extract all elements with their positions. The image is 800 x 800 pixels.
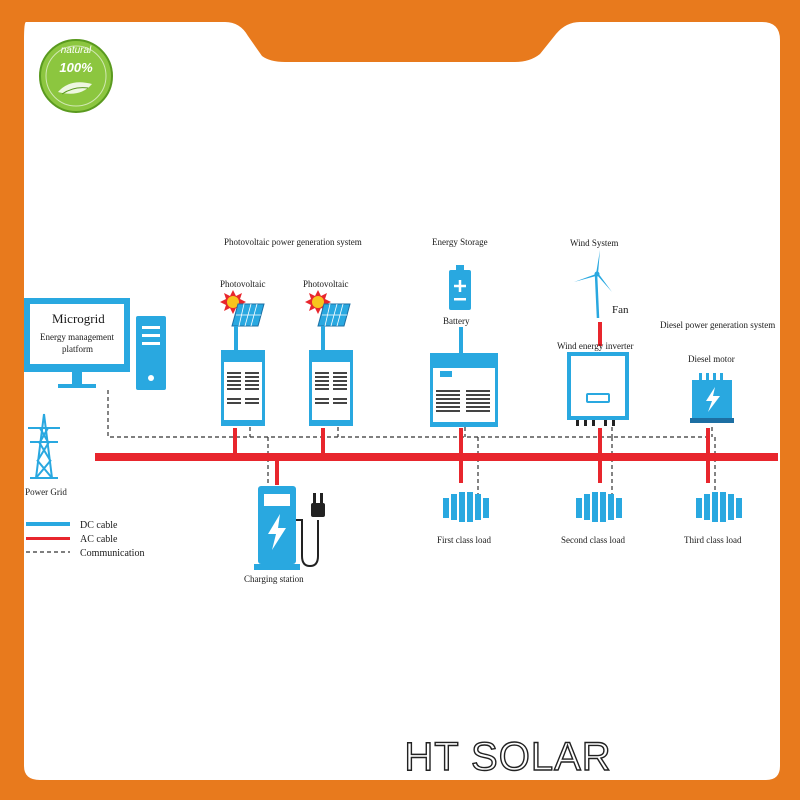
legend [26,522,70,553]
second-load-icon [576,492,622,522]
computer-tower-icon [136,316,166,390]
dc-link-battery [459,327,463,353]
badge-number-text: 100% [59,60,93,75]
badge-top-text: natural [61,45,92,56]
natural-badge-icon [39,39,113,113]
diesel-motor-label: Diesel motor [688,354,735,364]
charging-station-label: Charging station [244,574,304,584]
pv-panel-1-label: Photovoltaic [220,279,266,289]
fan-label: Fan [612,304,629,316]
white-card [24,22,780,780]
wind-inverter-box [567,352,629,426]
diesel-motor-icon [690,373,734,423]
wind-system-label: Wind System [570,238,618,248]
microgrid-line1: Energy management [40,332,115,342]
ac-connectors [233,322,710,485]
dc-link-pv1 [234,326,238,350]
legend-ac-label: AC cable [80,534,118,545]
microgrid-line2: platform [62,344,93,354]
third-load-icon [696,492,742,522]
legend-comm-label: Communication [80,548,144,559]
charging-station-icon [254,486,325,570]
wind-inverter-label: Wind energy inverter [557,341,633,351]
microgrid-title: Microgrid [52,311,105,326]
pv-inverter-cabinet-1 [221,350,265,426]
pv-inverter-cabinet-2 [309,350,353,426]
legend-dc-swatch [26,522,70,526]
solar-panel-icon [231,303,265,327]
pv-panel-2-label: Photovoltaic [303,279,349,289]
brand-watermark: HT SOLAR [404,735,611,779]
first-load-label: First class load [437,535,491,545]
energy-storage-label: Energy Storage [432,237,488,247]
wind-turbine-icon [574,250,612,319]
pv-system-label: Photovoltaic power generation system [224,237,362,247]
legend-dc-label: DC cable [80,520,118,531]
legend-ac-swatch [26,537,70,540]
second-load-label: Second class load [561,535,625,545]
communication-lines [107,390,716,500]
sun-icon [305,290,331,314]
diesel-system-label: Diesel power generation system [660,320,775,330]
third-load-label: Third class load [684,535,742,545]
power-grid-label: Power Grid [25,487,67,497]
dc-link-pv2 [321,326,325,350]
storage-cabinet [430,353,498,427]
power-grid-tower-icon [28,413,60,479]
microgrid-monitor-icon [24,298,130,388]
ac-bus-bar [95,453,778,461]
solar-panel-icon [317,303,351,327]
battery-label: Battery [443,316,470,326]
battery-icon [449,265,471,310]
first-load-icon [443,492,489,522]
